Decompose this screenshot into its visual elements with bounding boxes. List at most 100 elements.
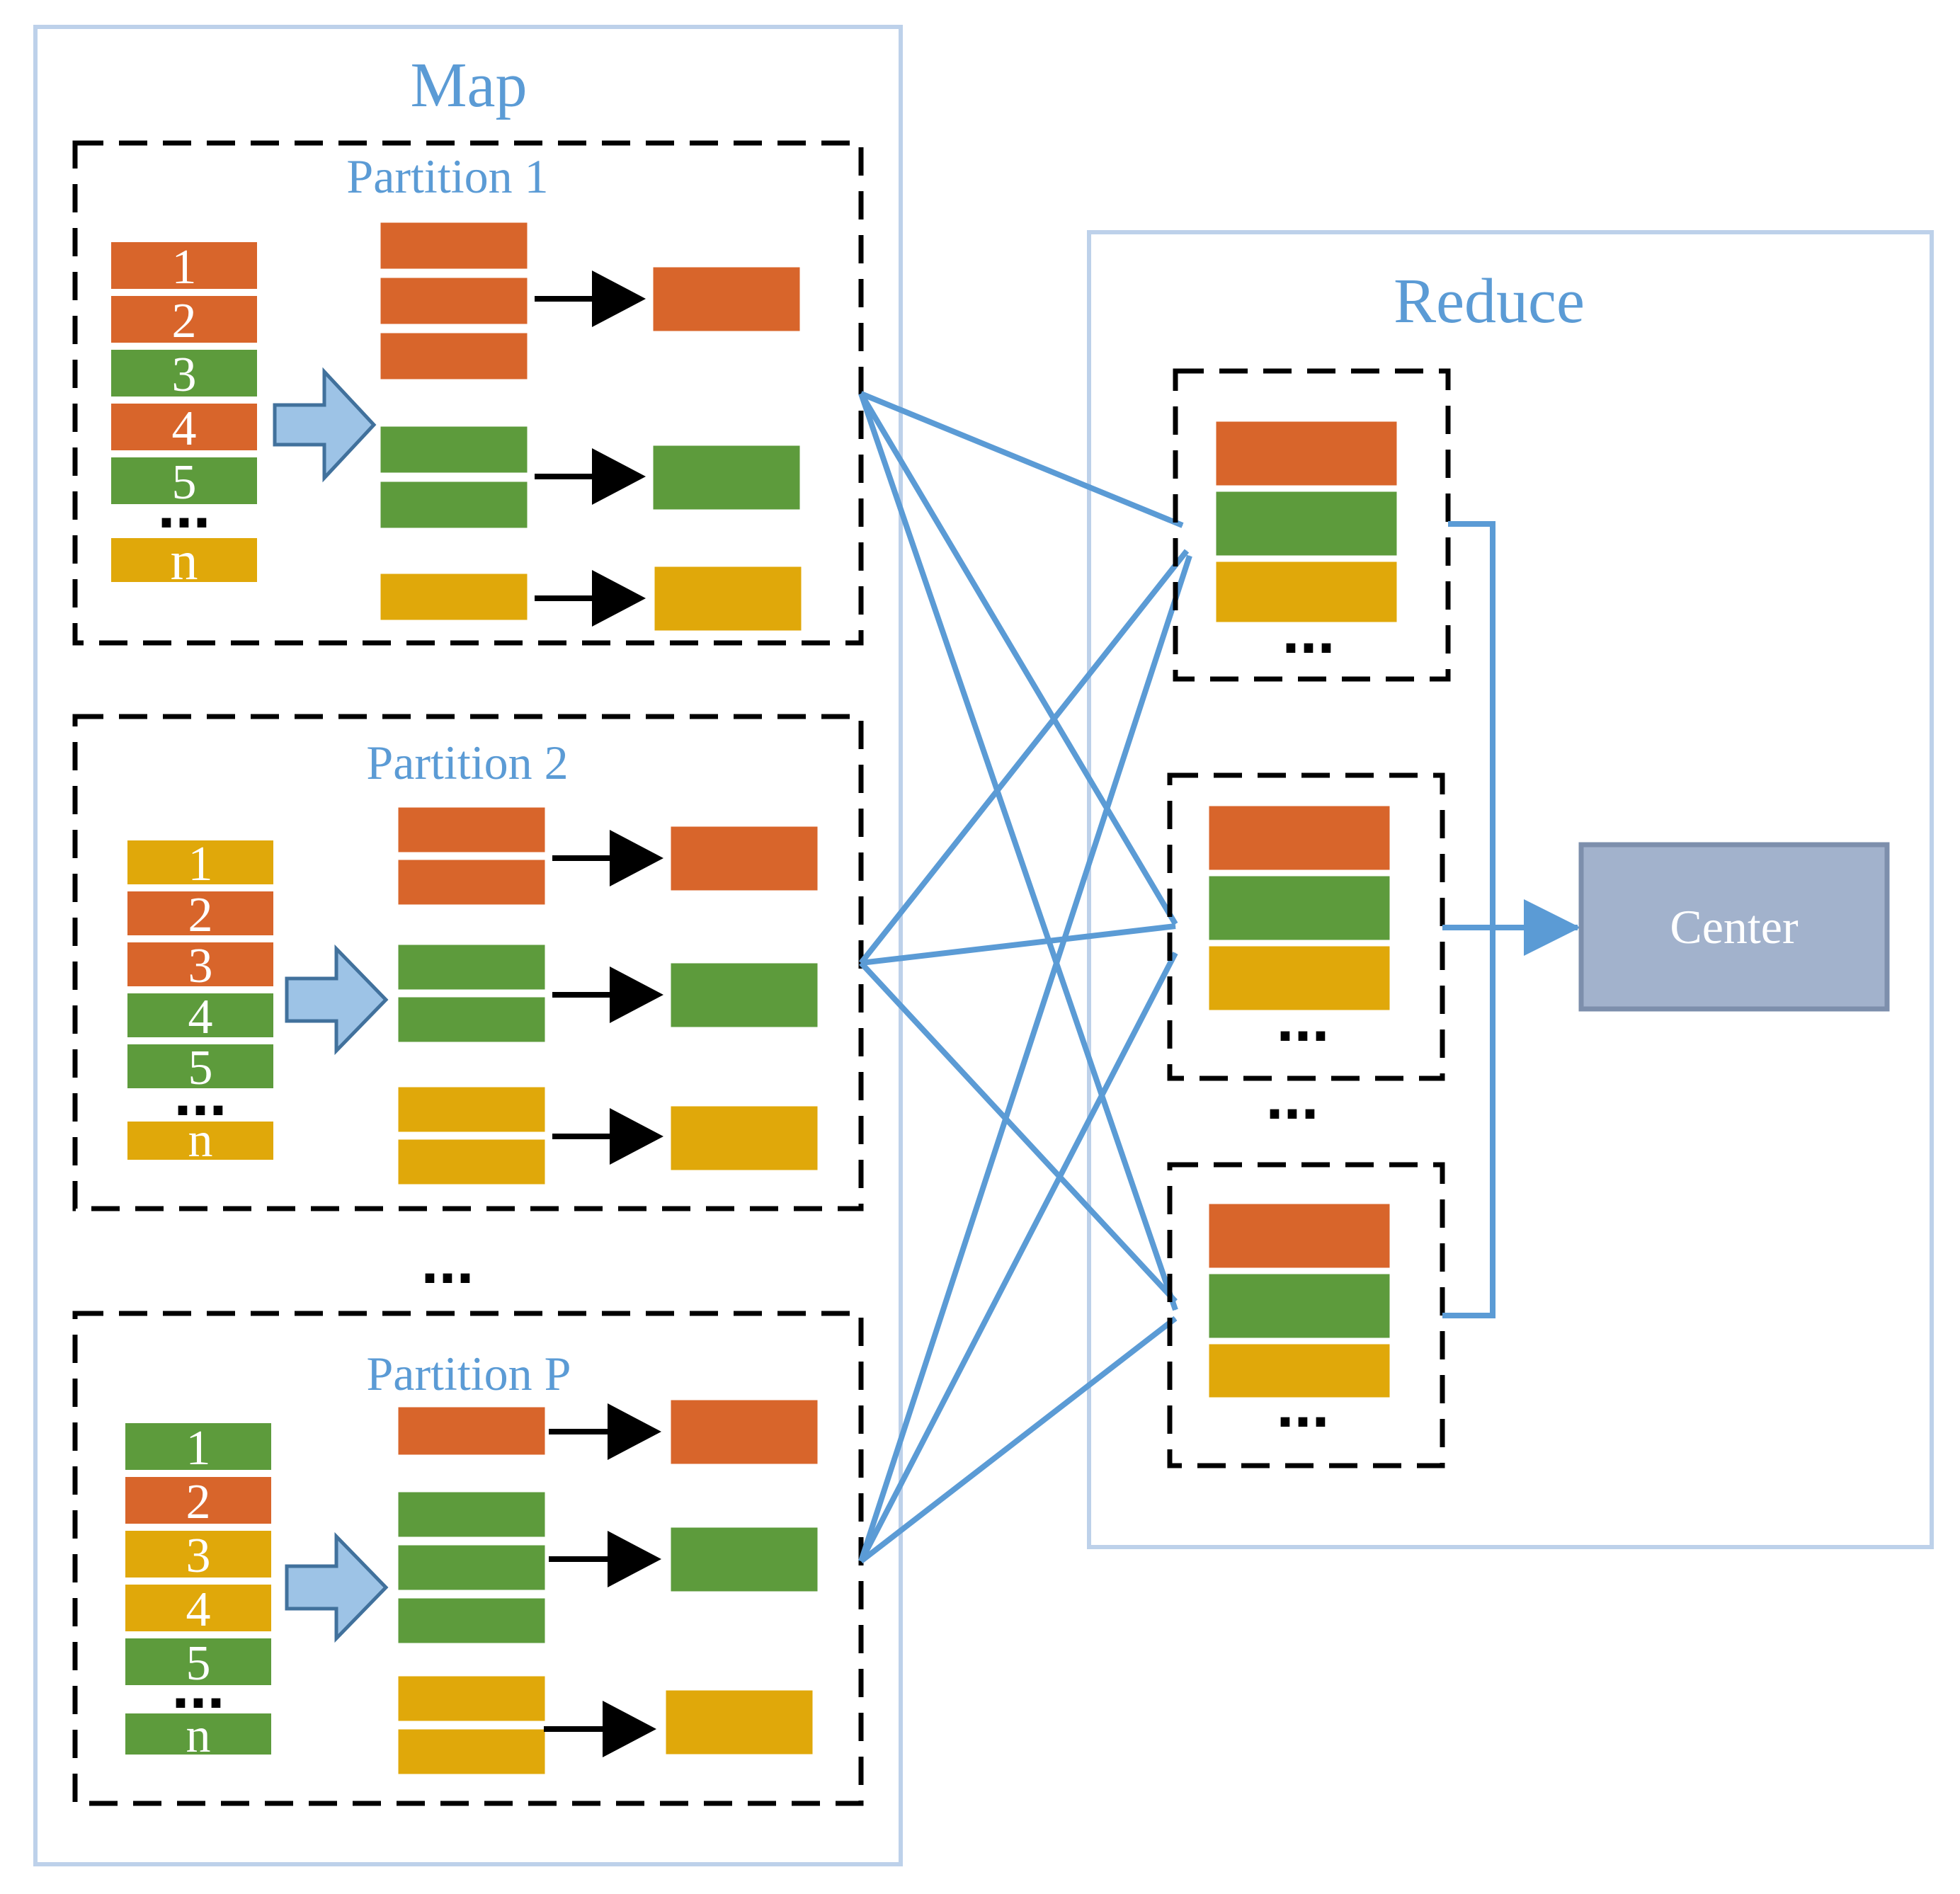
combine-arrows [552, 830, 663, 1165]
combined-block [667, 1524, 821, 1595]
input-item-label: 1 [172, 240, 197, 295]
shuffle-arrow-icon [860, 923, 1176, 966]
reducers-ellipsis: ... [1265, 1062, 1318, 1133]
partition-title: Partition 2 [366, 736, 568, 789]
center-label: Center [1670, 900, 1799, 954]
input-item [122, 1528, 274, 1580]
input-item-label: 2 [186, 1475, 211, 1529]
reducer-ellipsis: ... [1276, 1370, 1329, 1441]
shuffle-arrow-icon [858, 392, 1178, 926]
center-connector [1442, 521, 1580, 1318]
input-item [108, 401, 260, 453]
grouped-items [394, 804, 549, 1188]
map-step-arrow-icon [273, 367, 377, 483]
reducer-block [1205, 1200, 1394, 1272]
input-item-label: n [186, 1708, 211, 1763]
input-item [108, 535, 260, 585]
input-item [125, 940, 276, 989]
combined-block [649, 263, 804, 335]
reducer-block [1212, 418, 1401, 489]
group-block [377, 219, 531, 273]
group-block [394, 1725, 549, 1778]
combined-block [662, 1687, 816, 1758]
input-list: 1 2 3 4 5 ... n [122, 1420, 274, 1763]
partitions-ellipsis: ... [421, 1226, 474, 1297]
group-block [394, 1083, 549, 1136]
grouped-items [394, 1403, 549, 1778]
input-item-label: n [188, 1113, 213, 1168]
input-item-label: 4 [188, 990, 213, 1044]
input-item [122, 1474, 274, 1527]
input-item-label: 2 [172, 294, 197, 348]
group-block [377, 423, 531, 477]
shuffle-arrow-icon [858, 952, 1178, 1563]
combined-block [667, 1102, 821, 1174]
reduce-title: Reduce [1394, 266, 1585, 336]
map-step-arrow-icon [285, 1531, 389, 1643]
arrowhead-icon [610, 966, 663, 1023]
group-block [377, 478, 531, 532]
input-item [108, 239, 260, 292]
group-block [394, 1488, 549, 1541]
arrowhead-icon [608, 1403, 661, 1460]
input-item [108, 293, 260, 346]
partition-1: Partition 1 1 2 3 4 5 ... n [72, 140, 864, 646]
reducer-ellipsis: ... [1282, 596, 1335, 667]
input-item [108, 347, 260, 399]
input-item-label: 2 [188, 888, 213, 942]
combined-block [667, 1396, 821, 1468]
shuffle-arrow-icon [858, 549, 1190, 965]
reducer-bracket [1442, 521, 1495, 1318]
arrowhead-icon [592, 270, 646, 327]
shuffle-arrow-icon [859, 961, 1178, 1303]
input-item-label: 5 [172, 455, 197, 510]
partition-title: Partition P [366, 1347, 571, 1400]
group-block [394, 1595, 549, 1647]
input-item [122, 1582, 274, 1634]
arrowhead-icon [610, 830, 663, 886]
combined-block [667, 823, 821, 894]
input-list: 1 2 3 4 5 ... n [125, 837, 276, 1168]
combined-block [649, 442, 804, 513]
group-block [394, 1541, 549, 1594]
to-center-arrowhead-icon [1524, 899, 1580, 956]
input-item [125, 838, 276, 887]
combined-block [667, 959, 821, 1031]
combine-arrows [544, 1403, 661, 1757]
group-block [394, 1672, 549, 1725]
center-box [1578, 842, 1890, 1012]
input-item [122, 1636, 274, 1688]
input-item [122, 1711, 274, 1757]
input-item-label: 3 [188, 939, 213, 993]
arrowhead-icon [608, 1531, 661, 1587]
input-item [125, 1042, 276, 1091]
input-ellipsis: ... [157, 471, 210, 542]
input-ellipsis: ... [171, 1651, 224, 1722]
combined-block [651, 563, 805, 634]
group-block [377, 329, 531, 383]
group-block [377, 274, 531, 328]
arrowhead-icon [592, 448, 646, 505]
combined-outputs [667, 823, 821, 1174]
input-item-label: 4 [172, 401, 197, 456]
reducer-1: ... [1173, 368, 1451, 682]
reducer-block [1205, 1340, 1394, 1401]
input-item-label: 1 [188, 837, 213, 891]
reducer-block [1212, 558, 1401, 626]
combined-outputs [649, 263, 805, 634]
input-item-label: 5 [186, 1636, 211, 1691]
reducer-3: ... [1167, 1162, 1445, 1468]
arrowhead-icon [603, 1701, 656, 1757]
input-ellipsis: ... [173, 1059, 227, 1129]
reducer-block [1205, 872, 1394, 944]
reducer-block [1205, 802, 1394, 874]
group-block [394, 993, 549, 1046]
shuffle-arrow-icon [858, 392, 1178, 1311]
shuffle-arrow-icon [859, 1316, 1178, 1564]
input-item [108, 455, 260, 507]
partition-title: Partition 1 [346, 149, 548, 203]
input-item-label: 4 [186, 1582, 211, 1637]
input-item-label: n [171, 530, 198, 591]
input-item [125, 1119, 276, 1163]
